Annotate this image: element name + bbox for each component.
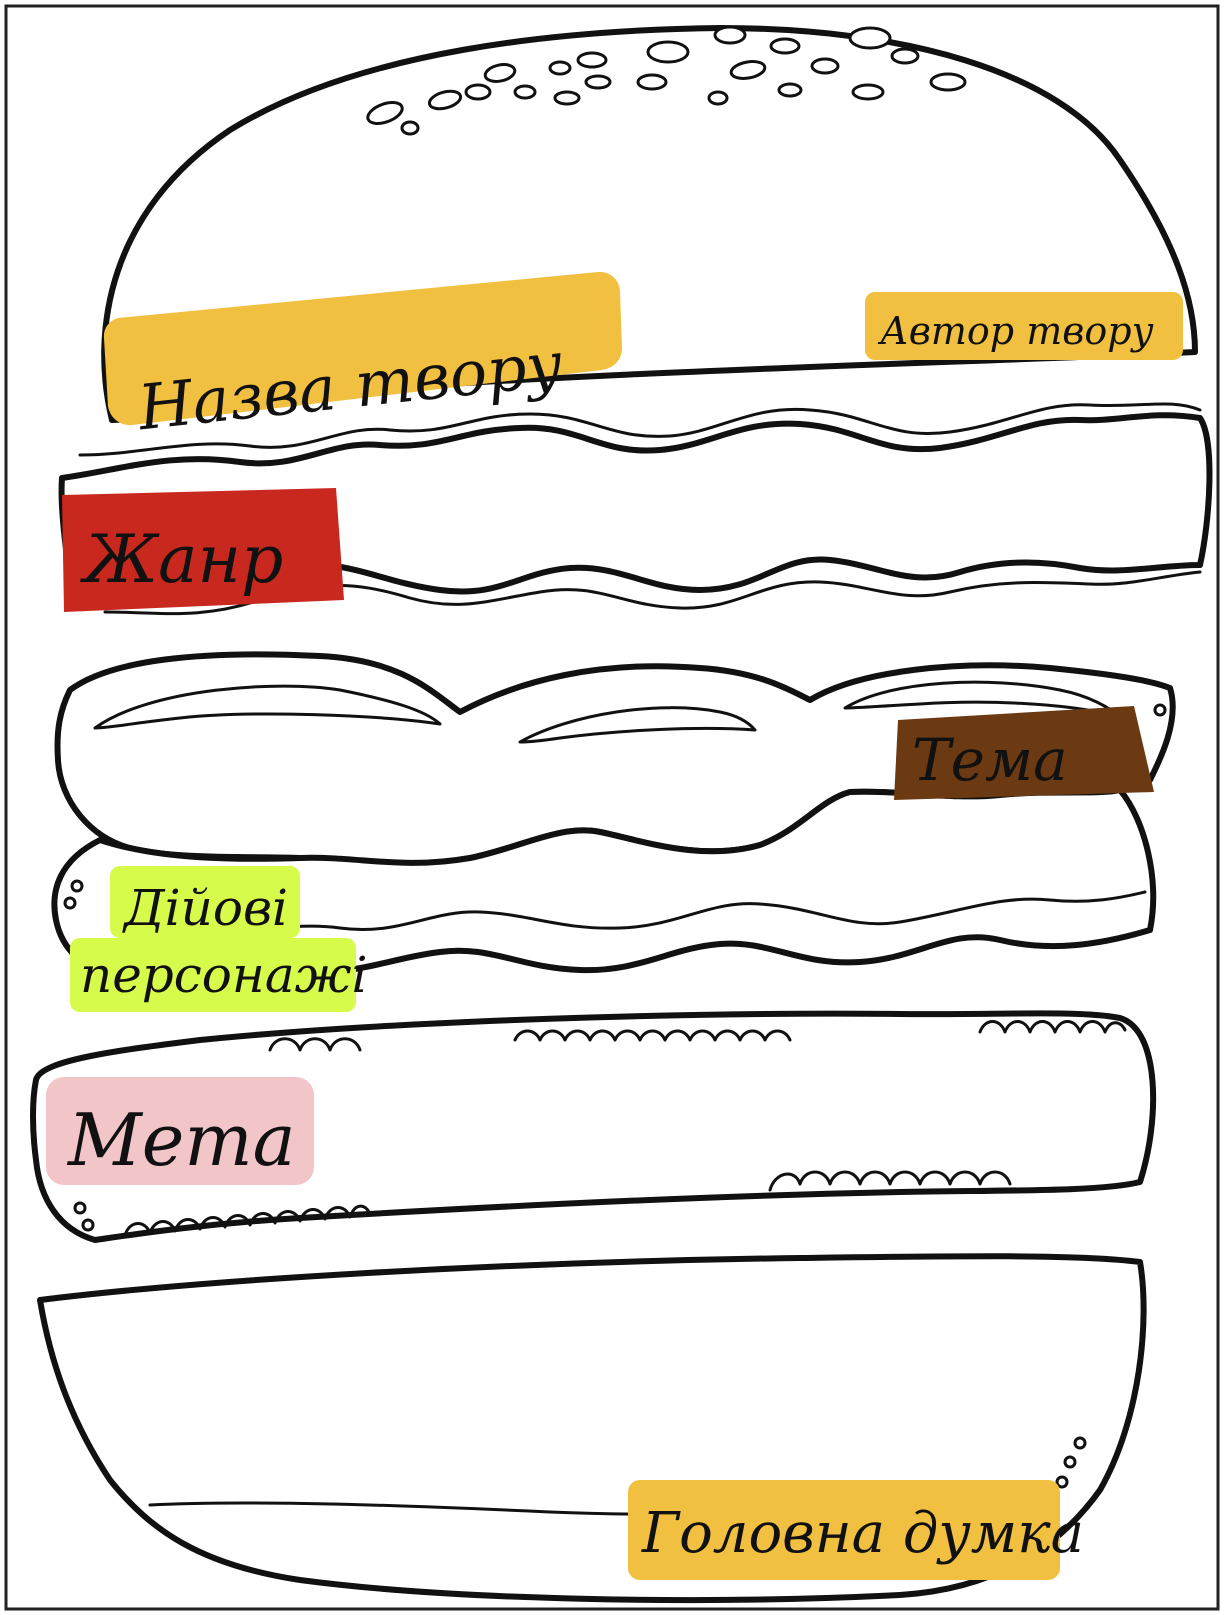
genre-label: Жанр [62,488,344,612]
author-label: Автор твору [865,292,1183,360]
genre-label-text: Жанр [80,521,283,598]
theme-label: Тема [894,706,1154,800]
main-idea-label: Головна думка [628,1480,1084,1580]
goal-label: Мета [46,1077,314,1185]
author-label-text: Автор твору [877,309,1154,353]
characters-label-line2: персонажі [80,946,367,1004]
theme-label-text: Тема [912,726,1068,794]
goal-label-text: Мета [66,1098,296,1182]
main-idea-label-text: Головна думка [641,1501,1084,1566]
characters-label-line1: Дійові [122,879,288,937]
